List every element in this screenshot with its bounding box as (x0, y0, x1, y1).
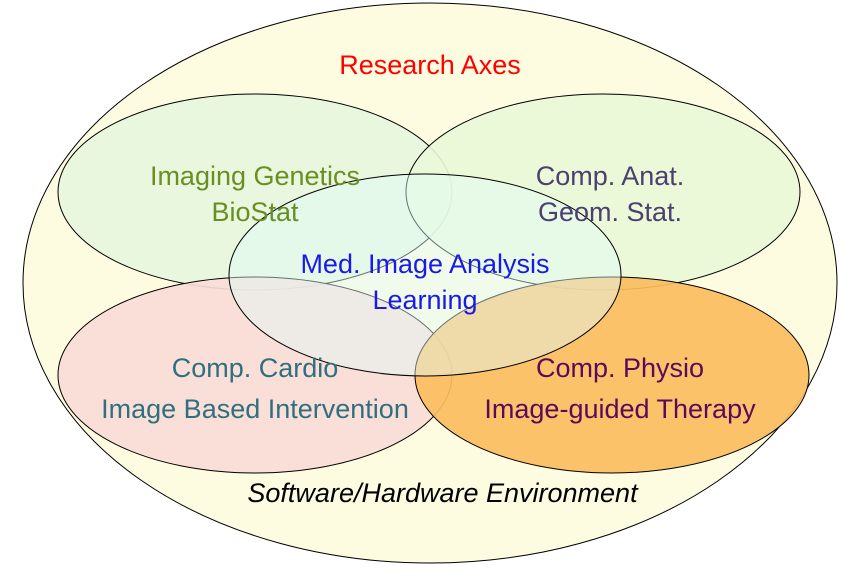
axis-med-image-analysis-label: Med. Image Analysis Learning (260, 246, 590, 318)
axis-label-line: Imaging Genetics (149, 161, 361, 191)
axis-label-line: Learning (372, 285, 478, 315)
axis-label-line: Image-guided Therapy (484, 394, 756, 424)
ellipse-med-image-analysis (228, 173, 622, 377)
axis-label-line: BioStat (211, 197, 299, 227)
axis-label-line: Comp. Physio (535, 353, 705, 383)
axis-comp-anat-label: Comp. Anat. Geom. Stat. (450, 158, 770, 230)
diagram-title: Research Axes (339, 50, 521, 80)
axis-label-line: Image Based Intervention (101, 394, 409, 424)
axis-comp-physio-label: Comp. Physio Image-guided Therapy (440, 348, 800, 430)
axis-label-line: Comp. Anat. (535, 161, 685, 191)
environment-label: Software/Hardware Environment (247, 478, 638, 508)
axis-label-line: Geom. Stat. (537, 197, 683, 227)
axis-imaging-genetics-label: Imaging Genetics BioStat (80, 158, 430, 230)
axis-label-line: Comp. Cardio (171, 353, 339, 383)
axis-label-line: Med. Image Analysis (300, 249, 550, 279)
axis-comp-cardio-label: Comp. Cardio Image Based Intervention (60, 348, 450, 430)
ellipse-comp-physio (414, 276, 810, 474)
